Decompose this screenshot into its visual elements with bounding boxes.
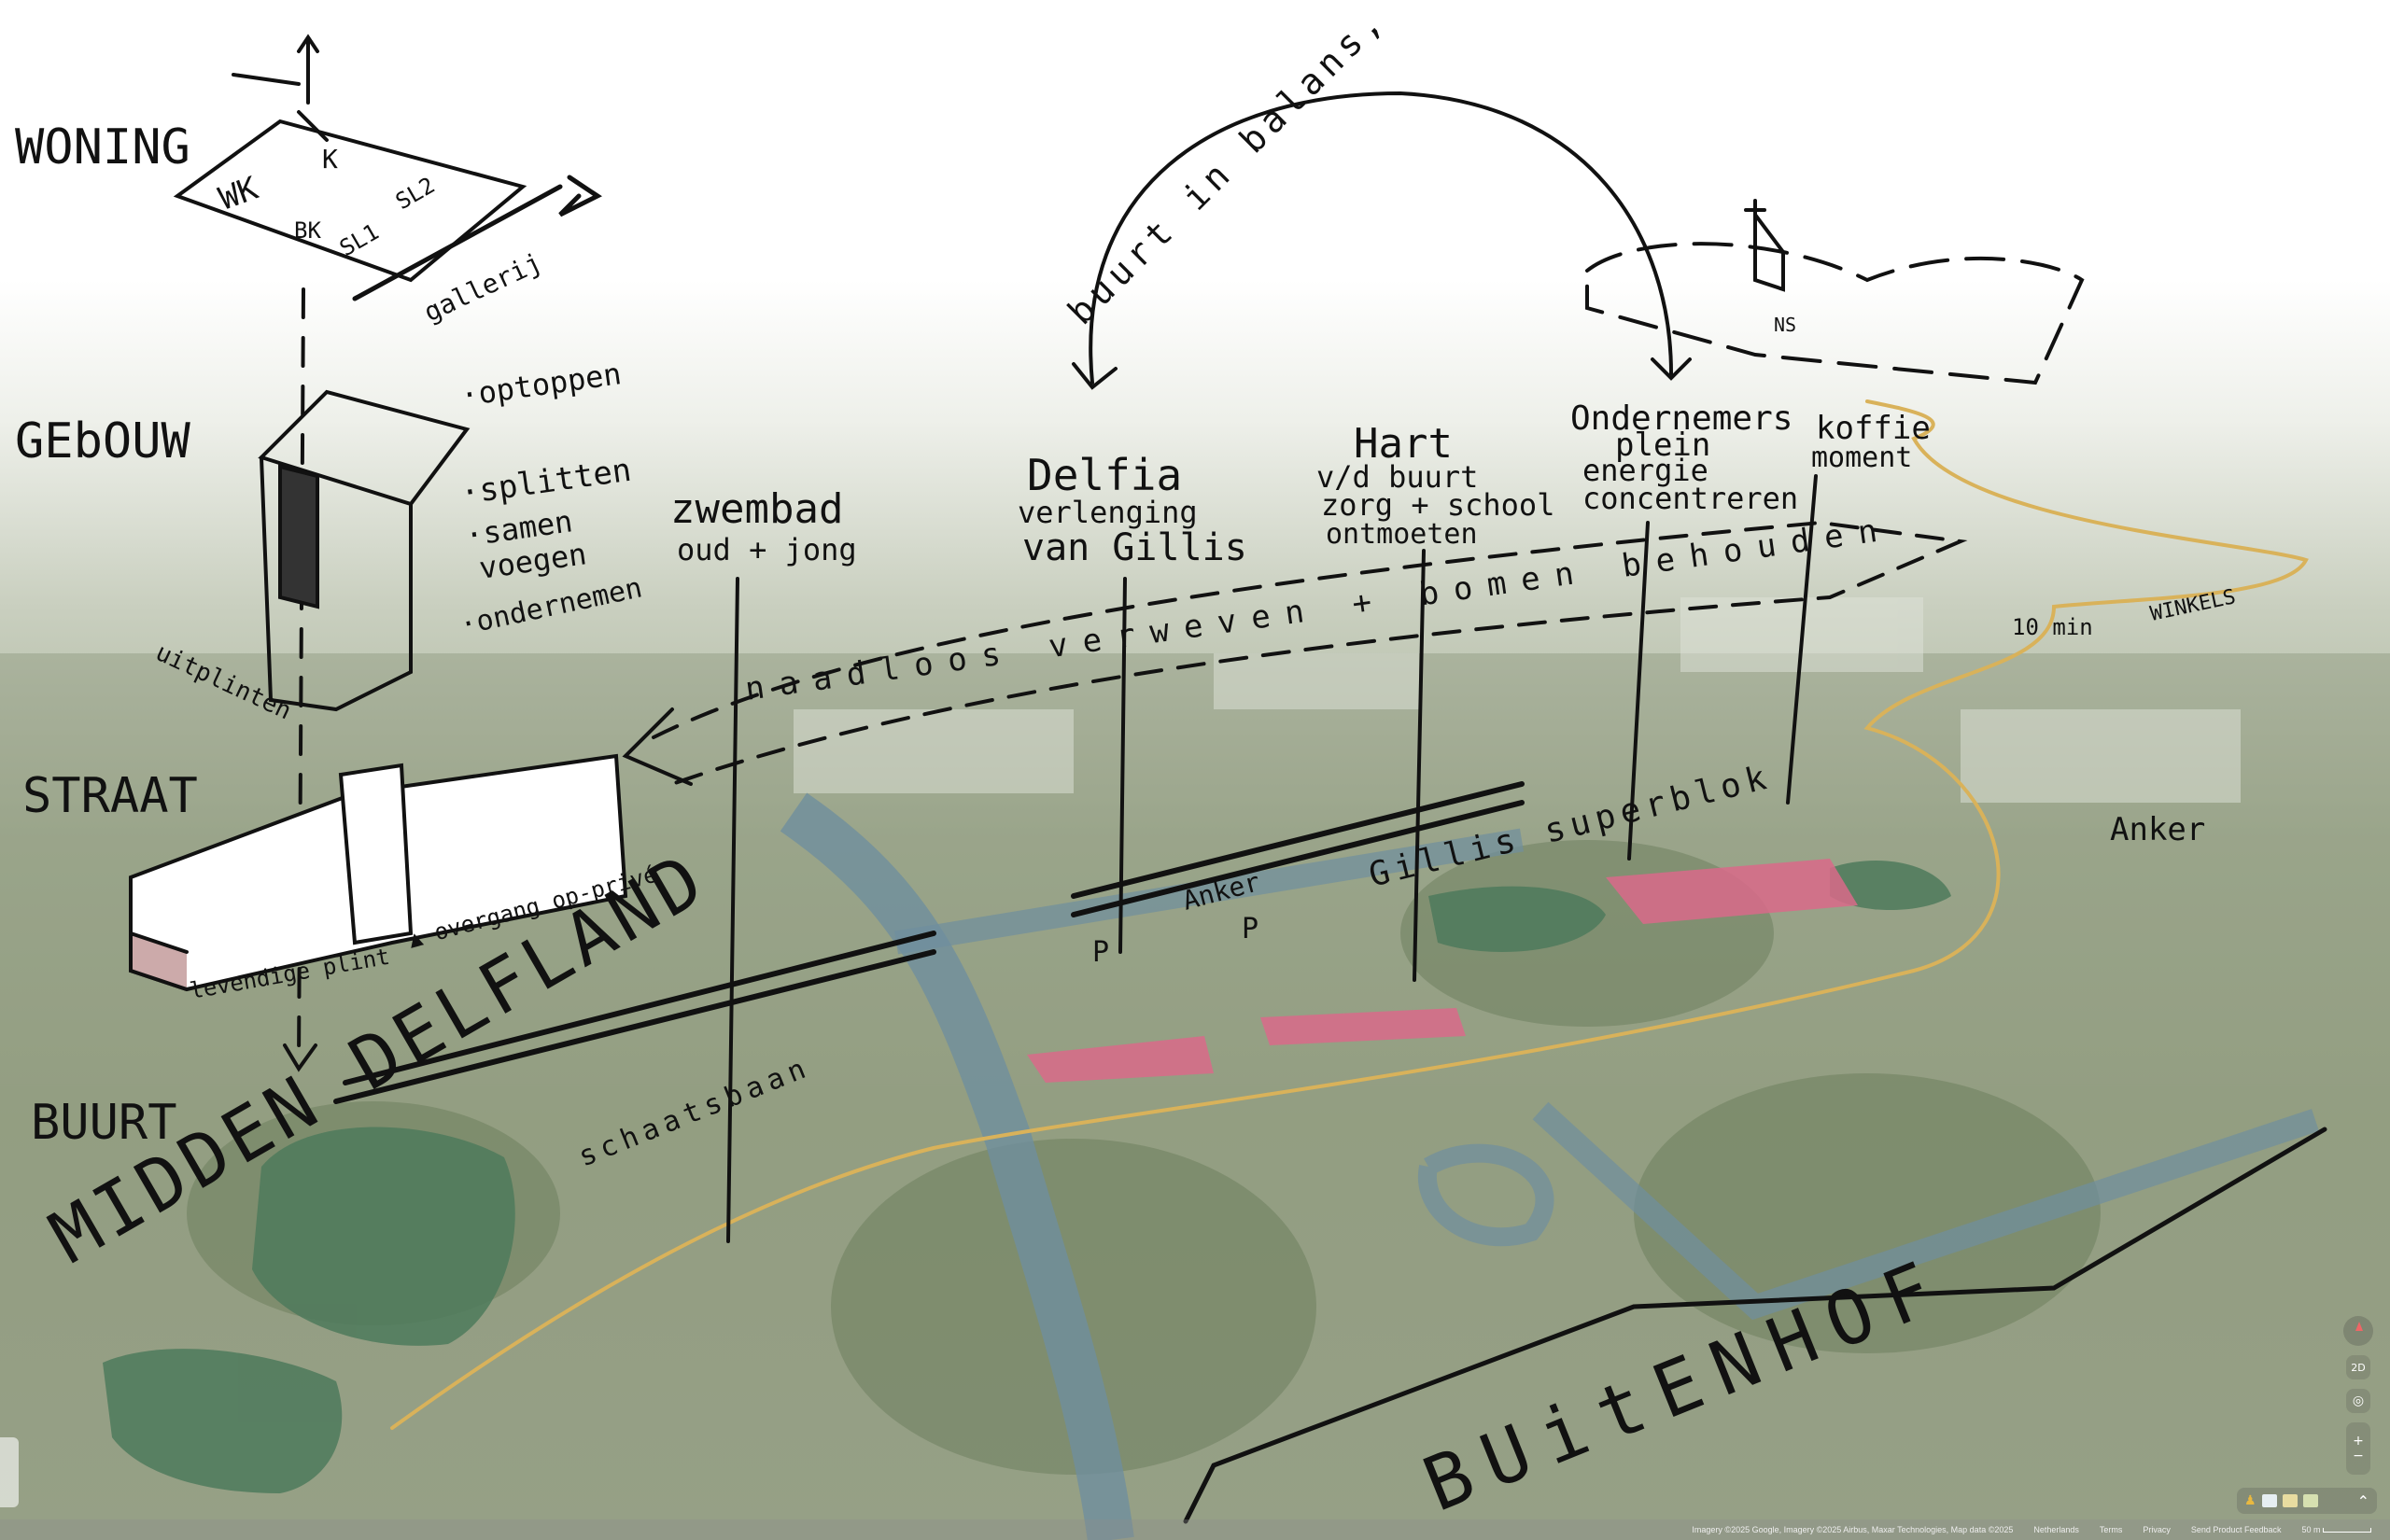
arc-label: buurt in balans, doorstromen, [1060, 0, 1641, 332]
scale-bar[interactable]: 50 m [2301, 1525, 2371, 1534]
callout-zwembad-title: zwembad [670, 485, 843, 533]
action-splitten: ·splitten [458, 452, 634, 512]
room-sl2: SL2 [391, 172, 440, 215]
callout-delfia-sub: verlenging [1018, 495, 1198, 530]
callout-ondernemers-sub3: concentreren [1582, 481, 1798, 516]
callout-delfia-title: Delfia [1027, 450, 1182, 500]
callout-hart-sub: v/d buurt [1316, 459, 1478, 495]
callout-ondernemers-title: Ondernemers [1570, 399, 1792, 438]
callout-koffie-sub: moment [1811, 441, 1912, 474]
flow-label: naadloos verweven + bomen behouden [743, 511, 1894, 708]
scale-label: 50 m [2301, 1525, 2321, 1534]
feedback-link[interactable]: Send Product Feedback [2190, 1525, 2282, 1534]
layer-swatch[interactable] [2282, 1494, 2298, 1507]
compass-icon[interactable] [2343, 1316, 2373, 1346]
location-icon: ◎ [2352, 1393, 2365, 1408]
callout-koffie-title: koffie [1816, 410, 1931, 447]
scale-label-woning: WONING [15, 119, 190, 175]
ns-station-label: NS [1774, 314, 1796, 336]
expand-layers-button[interactable]: ⌃ [2356, 1491, 2369, 1510]
gebouw-block [258, 389, 471, 712]
scale-label-straat: STRAAT [22, 768, 198, 824]
action-optoppen: ·optoppen [458, 356, 624, 413]
room-bk: BK [294, 217, 321, 244]
travel-time-label: 10 min [2012, 614, 2093, 640]
my-location-button[interactable]: ◎ [2346, 1389, 2370, 1413]
country-link[interactable]: Netherlands [2033, 1525, 2079, 1534]
callout-hart-title: Hart [1354, 420, 1453, 468]
pink-route [1027, 859, 1858, 1083]
view-2d-button[interactable]: 2D [2346, 1355, 2370, 1379]
area-buitenhof: BUitENHOF [1412, 1239, 1960, 1528]
callout-zwembad-sub: oud + jong [677, 532, 857, 567]
attribution: Imagery ©2025 Google, Imagery ©2025 Airb… [1692, 1525, 2014, 1534]
pegman-icon[interactable]: ♟ [2244, 1493, 2256, 1508]
zoom-in-button[interactable]: + [2353, 1434, 2364, 1449]
anker-label: Anker [1179, 866, 1263, 917]
terms-link[interactable]: Terms [2099, 1525, 2123, 1534]
map-controls: 2D ◎ + − [2343, 1316, 2373, 1475]
side-panel-handle[interactable] [0, 1437, 19, 1507]
layer-swatch[interactable] [2261, 1494, 2277, 1507]
callout-ondernemers-sub2: energie [1582, 453, 1708, 488]
action-uitplinten: uitplinten [151, 638, 296, 725]
anker-label: Anker [2110, 811, 2205, 848]
callout-delfia-sub2: van Gillis [1022, 526, 1247, 569]
map-footer: Imagery ©2025 Google, Imagery ©2025 Airb… [0, 1519, 2390, 1540]
forest-blob [103, 1349, 343, 1493]
scale-label-buurt: BUURT [31, 1095, 177, 1151]
callout-hart-sub3: ontmoeten [1326, 518, 1478, 551]
zoom-out-button[interactable]: − [2353, 1449, 2364, 1463]
schaatsbaan-label: schaatsbaan [574, 1051, 816, 1174]
parking-label: P [1242, 913, 1258, 945]
flow-arrow [652, 520, 1968, 786]
scale-label-gebouw: GEbOUW [15, 413, 191, 469]
parking-label: P [1092, 936, 1109, 969]
callout-hart-sub2: zorg + school [1321, 487, 1554, 523]
winkels-label: WINKELS [2148, 585, 2238, 626]
arc-arrow [1089, 91, 1673, 385]
layer-swatch[interactable] [2302, 1494, 2318, 1507]
room-k: K [322, 144, 338, 175]
callout-ondernemers-sub: plein [1615, 427, 1710, 464]
privacy-link[interactable]: Privacy [2143, 1525, 2171, 1534]
layers-panel: ♟ ⌃ [2237, 1488, 2377, 1514]
forest-blob [252, 1127, 515, 1346]
woning-plan [173, 119, 527, 283]
